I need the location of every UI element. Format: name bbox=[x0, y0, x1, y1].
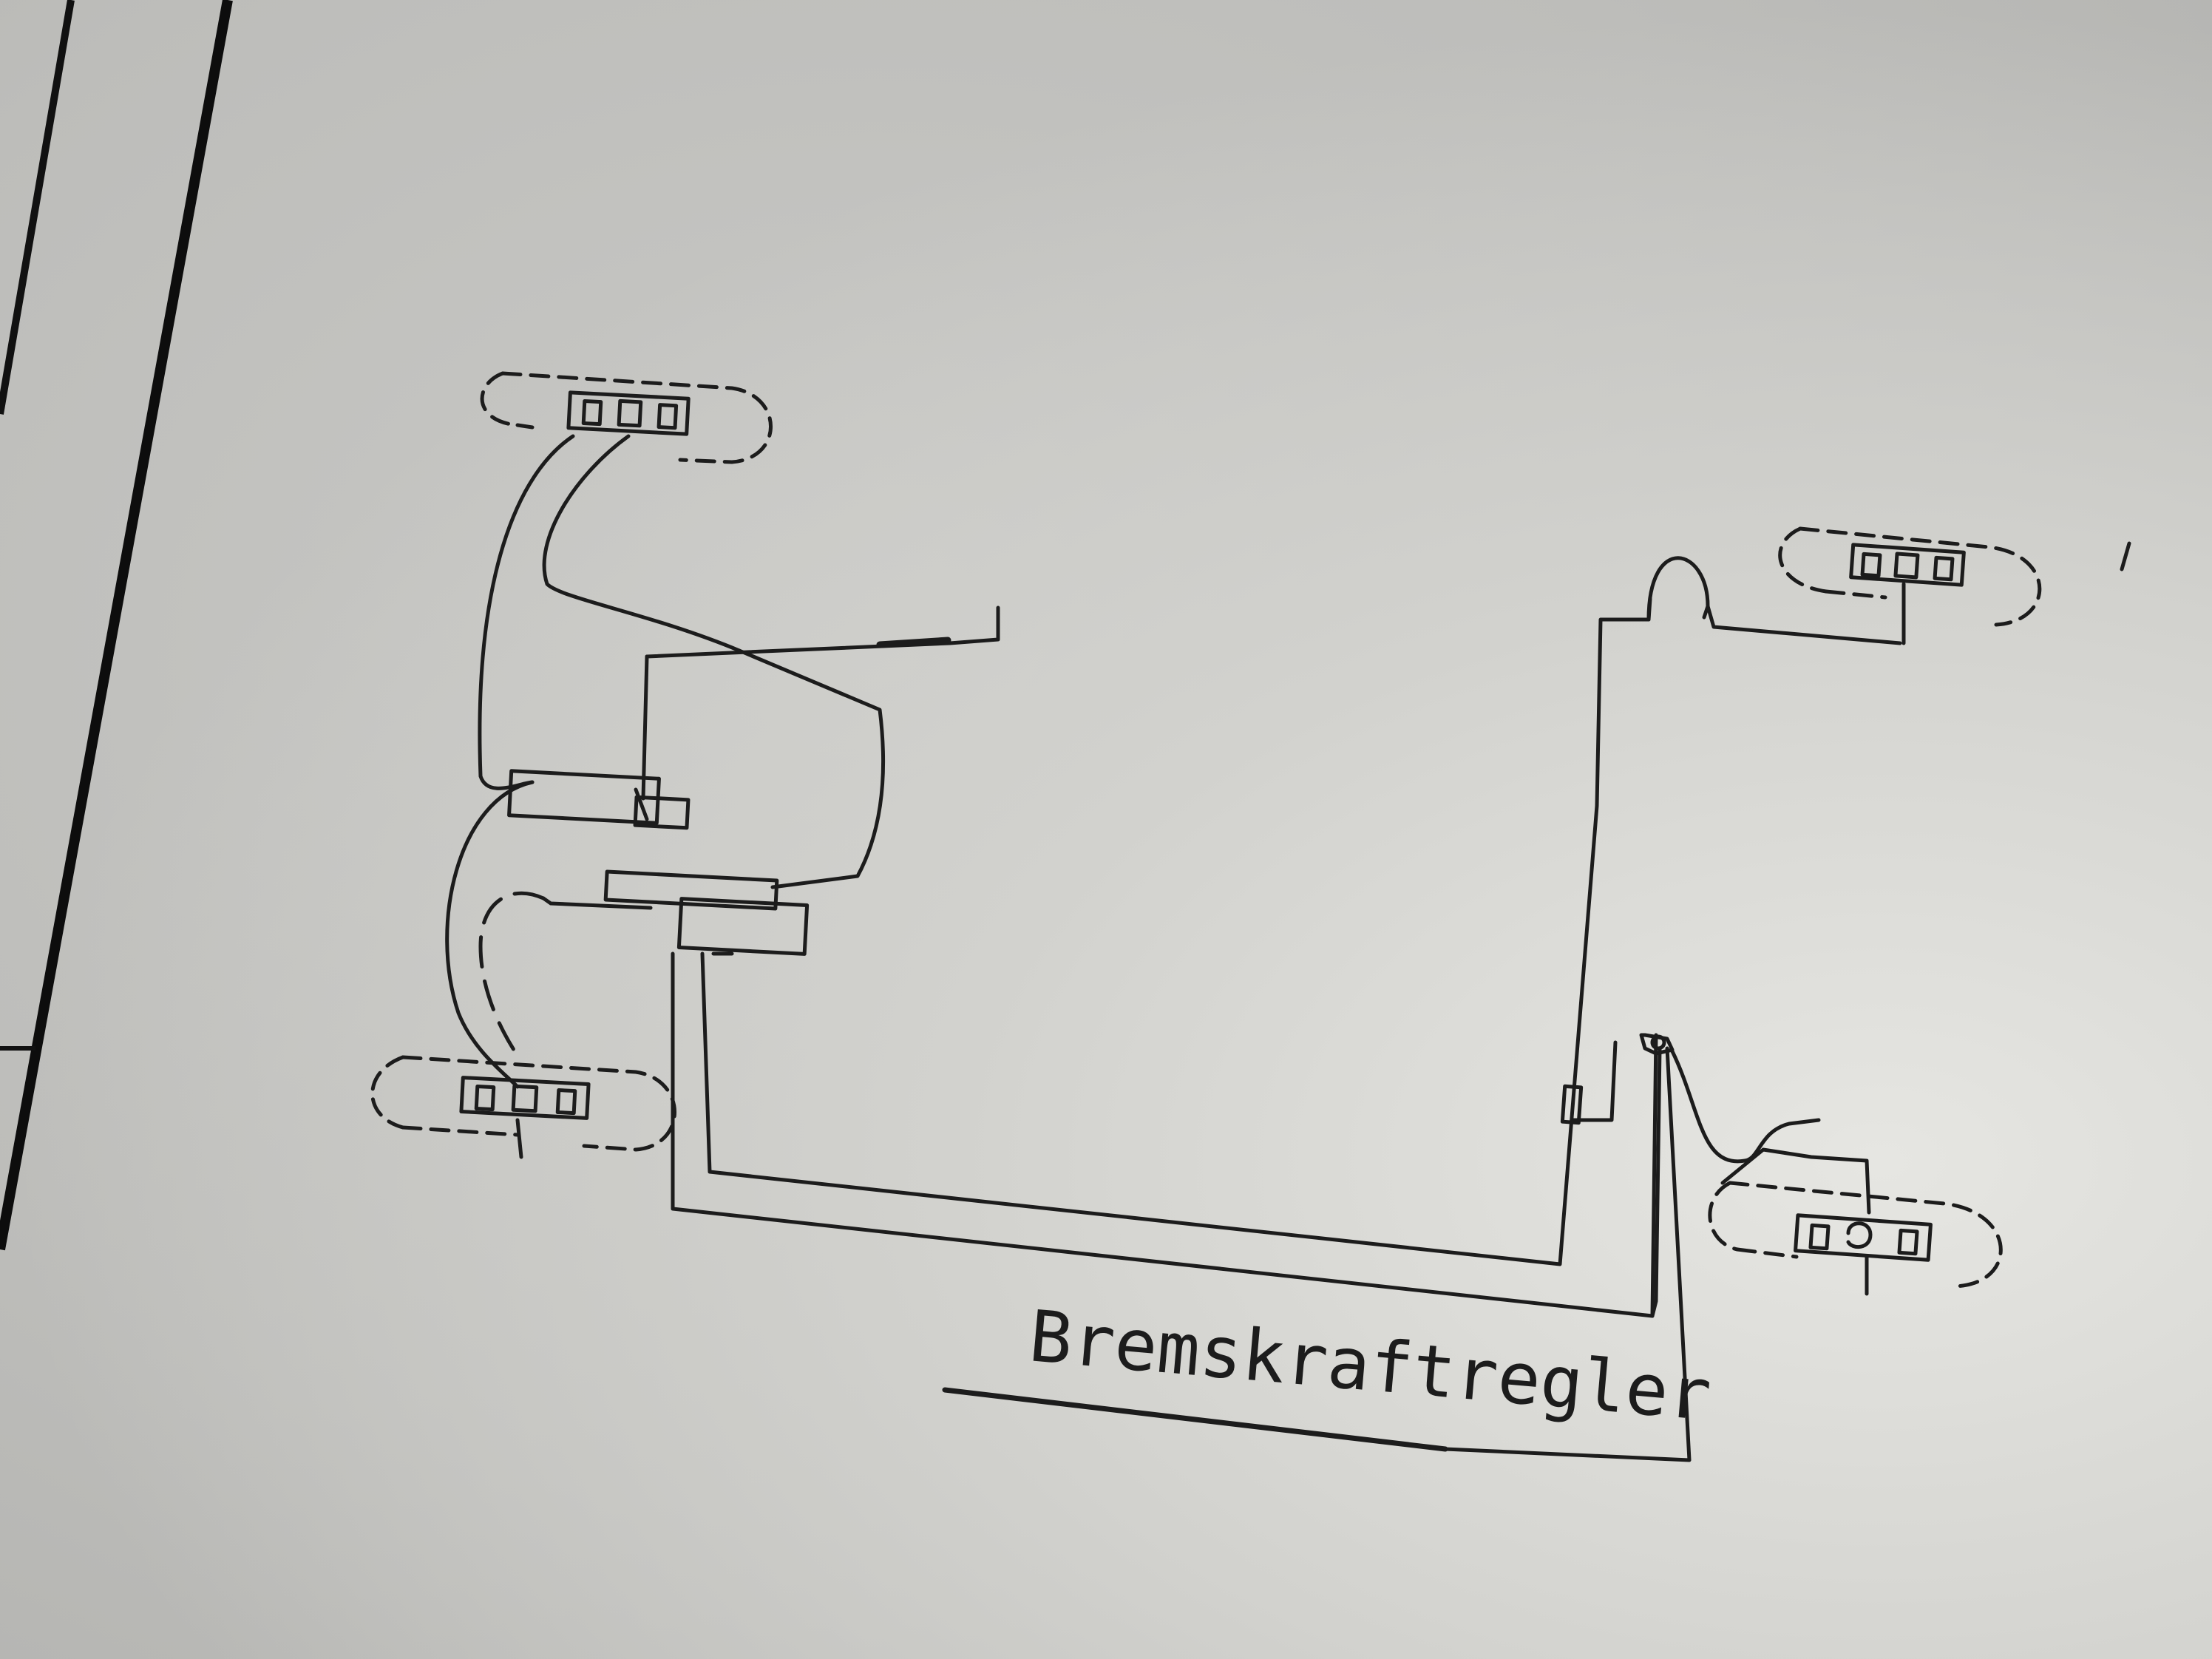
caption-underline bbox=[942, 1387, 1448, 1452]
rear-left-wheel bbox=[370, 1055, 676, 1159]
diagram-caption: Bremskraftregler bbox=[1026, 1295, 1714, 1436]
page-frame bbox=[0, 0, 233, 1251]
front-right-wheel bbox=[1778, 526, 2131, 645]
rear-left-brake-line bbox=[445, 780, 653, 1089]
front-left-brake-line bbox=[478, 434, 742, 790]
front-right-brake-line bbox=[1646, 556, 1902, 645]
brake-force-regulator bbox=[1443, 1033, 1871, 1462]
master-cylinder-assembly bbox=[507, 605, 1000, 956]
front-left-wheel bbox=[480, 371, 773, 464]
main-brake-lines bbox=[671, 617, 1658, 1318]
rear-right-wheel bbox=[1708, 1181, 2003, 1296]
